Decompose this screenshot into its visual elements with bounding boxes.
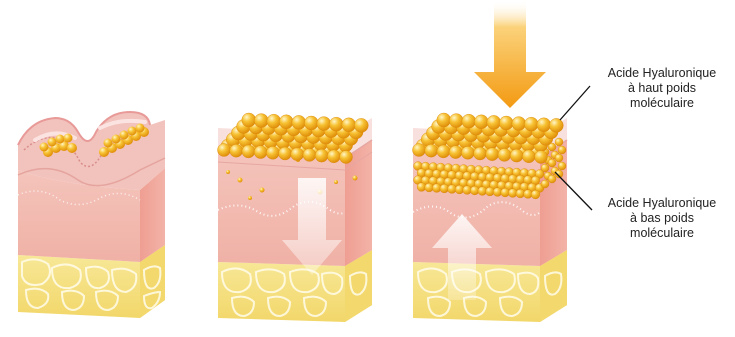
hyaluronic-sphere [547, 142, 557, 152]
hyaluronic-sphere [473, 146, 487, 161]
label-low-molecular-weight: Acide Hyaluronique à bas poids moléculai… [592, 196, 732, 241]
hyaluronic-spheres-high-weight [412, 112, 564, 164]
skin-block-wrinkled [17, 110, 166, 318]
hyaluronic-sphere [302, 148, 317, 162]
hyaluronic-sphere [354, 118, 369, 133]
leader-line-low [554, 171, 593, 211]
hyaluronic-sphere [448, 145, 463, 159]
hyaluronic-sphere [554, 137, 564, 147]
fat-layer [218, 250, 372, 322]
hyaluronic-sphere [229, 143, 243, 158]
hyaluronic-sphere [449, 113, 464, 128]
hyaluronic-sphere [436, 144, 451, 159]
hyaluronic-spheres-fold-1 [39, 133, 77, 157]
hyaluronic-sphere [266, 113, 281, 129]
label-high-molecular-weight: Acide Hyaluronique à haut poids molécula… [592, 66, 732, 111]
hyaluronic-sphere [412, 143, 426, 157]
hyaluronic-sphere [536, 117, 551, 133]
hyaluronic-sphere [329, 116, 344, 132]
down-arrow-icon [282, 178, 342, 275]
label-low-line-3: moléculaire [630, 226, 694, 240]
up-arrow-icon [432, 214, 492, 300]
hyaluronic-sphere [290, 147, 304, 161]
hyaluronic-sphere [540, 179, 550, 189]
hyaluronic-sphere [424, 143, 438, 158]
hyaluronic-sphere [327, 149, 341, 164]
label-low-line-1: Acide Hyaluronique [607, 196, 717, 210]
hyaluronic-sphere [461, 146, 475, 160]
hyaluronic-sphere [474, 114, 489, 130]
skin-block-filled [412, 0, 568, 322]
hyaluronic-sphere [547, 174, 557, 184]
hyaluronic-sphere [497, 148, 512, 162]
hyaluronic-sphere [339, 150, 353, 164]
hyaluronic-sphere [534, 169, 545, 179]
sun-arrow-icon [474, 0, 546, 108]
hyaluronic-sphere [278, 146, 292, 161]
label-high-line-3: moléculaire [630, 96, 694, 110]
hyaluronic-sphere [485, 147, 499, 161]
hyaluronic-sphere [241, 144, 256, 159]
hyaluronic-sphere [314, 148, 329, 163]
skin-block-penetration [217, 112, 373, 322]
hyaluronic-sphere [540, 163, 550, 173]
hyaluronic-sphere [554, 153, 564, 163]
hyaluronic-sphere [291, 115, 306, 130]
hyaluronic-sphere [534, 150, 548, 164]
hyaluronic-sphere [461, 113, 476, 129]
hyaluronic-sphere [253, 145, 268, 159]
hyaluronic-spheres-high-weight [217, 112, 369, 164]
hyaluronic-sphere [316, 116, 331, 131]
hyaluronic-sphere [486, 115, 501, 130]
hyaluronic-sphere [524, 116, 539, 132]
hyaluronic-sphere [530, 189, 541, 200]
hyaluronic-sphere [241, 112, 257, 128]
hyaluronic-sphere [304, 115, 319, 131]
hyaluronic-sphere [511, 116, 526, 131]
hyaluronic-sphere [254, 113, 269, 128]
hyaluronic-spheres-fold-2 [99, 123, 149, 157]
hyaluronic-sphere [266, 146, 280, 160]
hyaluronic-sphere [217, 143, 231, 157]
hyaluronic-sphere [341, 117, 356, 133]
leader-line-high [559, 85, 591, 121]
hyaluronic-sphere [547, 158, 557, 168]
hyaluronic-sphere [557, 145, 567, 155]
hyaluronic-sphere [279, 114, 294, 130]
hyaluronic-sphere [522, 149, 536, 164]
hyaluronic-sphere [557, 161, 567, 171]
hyaluronic-sphere [549, 118, 564, 133]
label-high-line-2: à haut poids [627, 81, 697, 95]
hyaluronic-sphere [509, 148, 524, 163]
fat-layer [18, 245, 165, 318]
hyaluronic-sphere [554, 169, 564, 179]
hyaluronic-sphere [436, 112, 451, 128]
hyaluronic-spheres-low-weight [413, 137, 567, 200]
label-low-line-2: à bas poids [630, 211, 694, 225]
hyaluronic-sphere [499, 115, 514, 131]
label-high-line-1: Acide Hyaluronique [607, 66, 717, 80]
